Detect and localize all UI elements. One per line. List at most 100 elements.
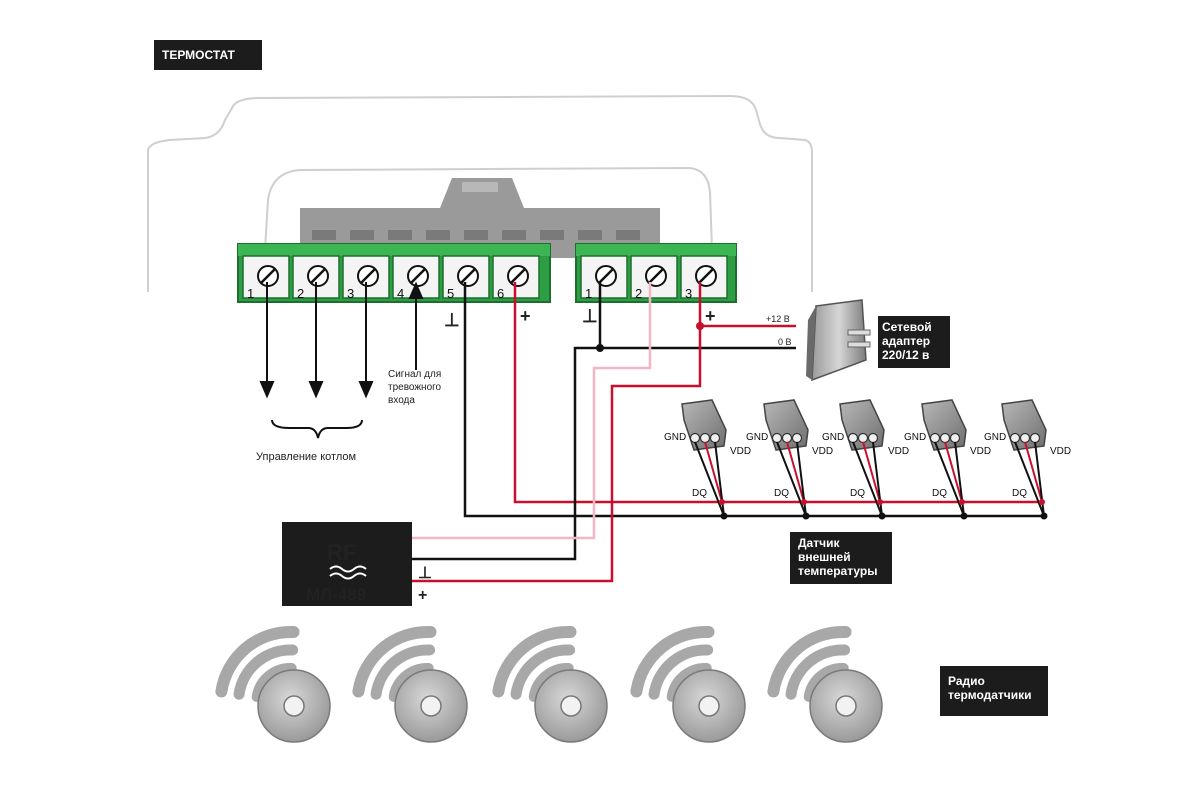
gnd-label: GND	[822, 432, 844, 443]
wire-pink-rf	[412, 282, 652, 540]
wave-icon	[630, 625, 715, 698]
boiler-control-label: Управление котлом	[256, 451, 356, 463]
radio-label-2: термодатчики	[948, 688, 1032, 702]
rf-wave-icon	[329, 565, 367, 580]
alarm-input-arrow	[408, 281, 424, 370]
left-terminal-2: 2	[292, 255, 340, 301]
wave-icon	[767, 625, 852, 698]
right-terminal-2: 2	[630, 255, 678, 301]
junction-gnd	[596, 344, 604, 352]
right-ground-mark: ⊥	[582, 306, 598, 326]
wave-icon	[510, 644, 576, 700]
temp-sensor: GND VDD DQ	[746, 399, 833, 520]
plus12-label: +12 В	[766, 314, 790, 324]
radio-sensor	[767, 625, 883, 743]
rf-ground-mark: ⊥	[418, 565, 432, 582]
radio-sensor	[630, 625, 746, 743]
dq-label: DQ	[692, 488, 707, 499]
adapter-label-1: Сетевой	[882, 320, 932, 334]
sensor-label: Датчик внешней температуры	[790, 532, 892, 584]
radio-sensor	[352, 625, 468, 743]
vdd-label: VDD	[888, 446, 909, 457]
wave-icon	[215, 625, 300, 698]
sensor-label-1: Датчик	[798, 536, 840, 550]
dq-label: DQ	[850, 488, 865, 499]
terminal-block-left: 1 2 3 4 5 6	[237, 243, 551, 303]
wave-icon	[251, 662, 297, 702]
alarm-label-3: входа	[388, 395, 415, 406]
wave-icon	[352, 625, 437, 698]
temp-sensor: GND VDD DQ	[904, 399, 991, 520]
left-terminal-number: 5	[447, 286, 454, 301]
radio-sensors	[215, 625, 883, 743]
rf-module: RF МЛ-489	[282, 522, 412, 606]
dq-label: DQ	[774, 488, 789, 499]
left-terminal-number: 2	[297, 286, 304, 301]
temp-sensor: GND VDD DQ	[984, 399, 1071, 520]
gnd-label: GND	[984, 432, 1006, 443]
right-plus-mark: +	[705, 306, 716, 326]
wave-icon	[803, 662, 849, 702]
left-terminal-number: 6	[497, 286, 504, 301]
wave-icon	[666, 662, 712, 702]
adapter-label: Сетевой адаптер 220/12 в	[878, 316, 950, 368]
right-terminal-number: 3	[685, 286, 692, 301]
vdd-label: VDD	[1050, 446, 1071, 457]
wave-icon	[492, 625, 577, 698]
left-terminal-4: 4	[392, 255, 440, 301]
alarm-label-2: тревожного	[388, 382, 442, 393]
boiler-control-brace	[271, 419, 363, 439]
wires	[412, 282, 1043, 583]
rf-plus-mark: +	[418, 587, 427, 604]
adapter-label-2: адаптер	[882, 334, 931, 348]
wire-plus-rf	[412, 282, 796, 583]
vdd-label: VDD	[812, 446, 833, 457]
adapter-label-3: 220/12 в	[882, 348, 930, 362]
dq-label: DQ	[932, 488, 947, 499]
title-label: ТЕРМОСТАТ	[154, 40, 262, 70]
vdd-label: VDD	[730, 446, 751, 457]
gnd-label: GND	[664, 432, 686, 443]
radio-label: Радио термодатчики	[940, 666, 1048, 716]
junction-plus	[696, 322, 704, 330]
wave-icon	[648, 644, 714, 700]
wave-icon	[388, 662, 434, 702]
sensor-label-3: температуры	[798, 564, 878, 578]
power-adapter	[806, 299, 871, 382]
wire-gnd-rf	[412, 282, 796, 561]
wave-icon	[370, 644, 436, 700]
left-ground-mark: ⊥	[444, 310, 460, 330]
left-terminal-5: 5	[442, 255, 490, 301]
wire-gnd-left	[463, 282, 1043, 518]
rf-title: RF	[327, 540, 356, 565]
right-terminal-number: 1	[585, 286, 592, 301]
zero-v-label: 0 В	[778, 337, 792, 347]
terminal-block-right: 1 2 3	[575, 243, 737, 303]
vdd-label: VDD	[970, 446, 991, 457]
radio-label-1: Радио	[948, 674, 985, 688]
dq-label: DQ	[1012, 488, 1027, 499]
right-terminal-number: 2	[635, 286, 642, 301]
radio-sensor	[492, 625, 608, 743]
temp-sensor: GND VDD DQ	[664, 399, 751, 520]
left-plus-mark: +	[520, 306, 531, 326]
left-terminal-number: 3	[347, 286, 354, 301]
rf-model: МЛ-489	[306, 585, 366, 604]
left-terminal-number: 4	[397, 286, 404, 301]
gnd-label: GND	[904, 432, 926, 443]
boiler-control-arrows	[259, 282, 374, 399]
wire-plus-left	[513, 282, 1043, 504]
wave-icon	[233, 644, 299, 700]
wave-icon	[528, 662, 574, 702]
wave-icon	[785, 644, 851, 700]
radio-sensor	[215, 625, 331, 743]
right-terminal-3: 3	[680, 255, 728, 301]
alarm-label-1: Сигнал для	[388, 369, 441, 380]
left-terminal-number: 1	[247, 286, 254, 301]
external-sensors: GND VDD DQ GND VDD DQ GND VDD DQ GND VDD DQ GND VDD DQ	[664, 399, 1071, 520]
sensor-label-2: внешней	[798, 550, 851, 564]
right-terminal-1: 1	[580, 255, 628, 301]
gnd-label: GND	[746, 432, 768, 443]
temp-sensor: GND VDD DQ	[822, 399, 909, 520]
